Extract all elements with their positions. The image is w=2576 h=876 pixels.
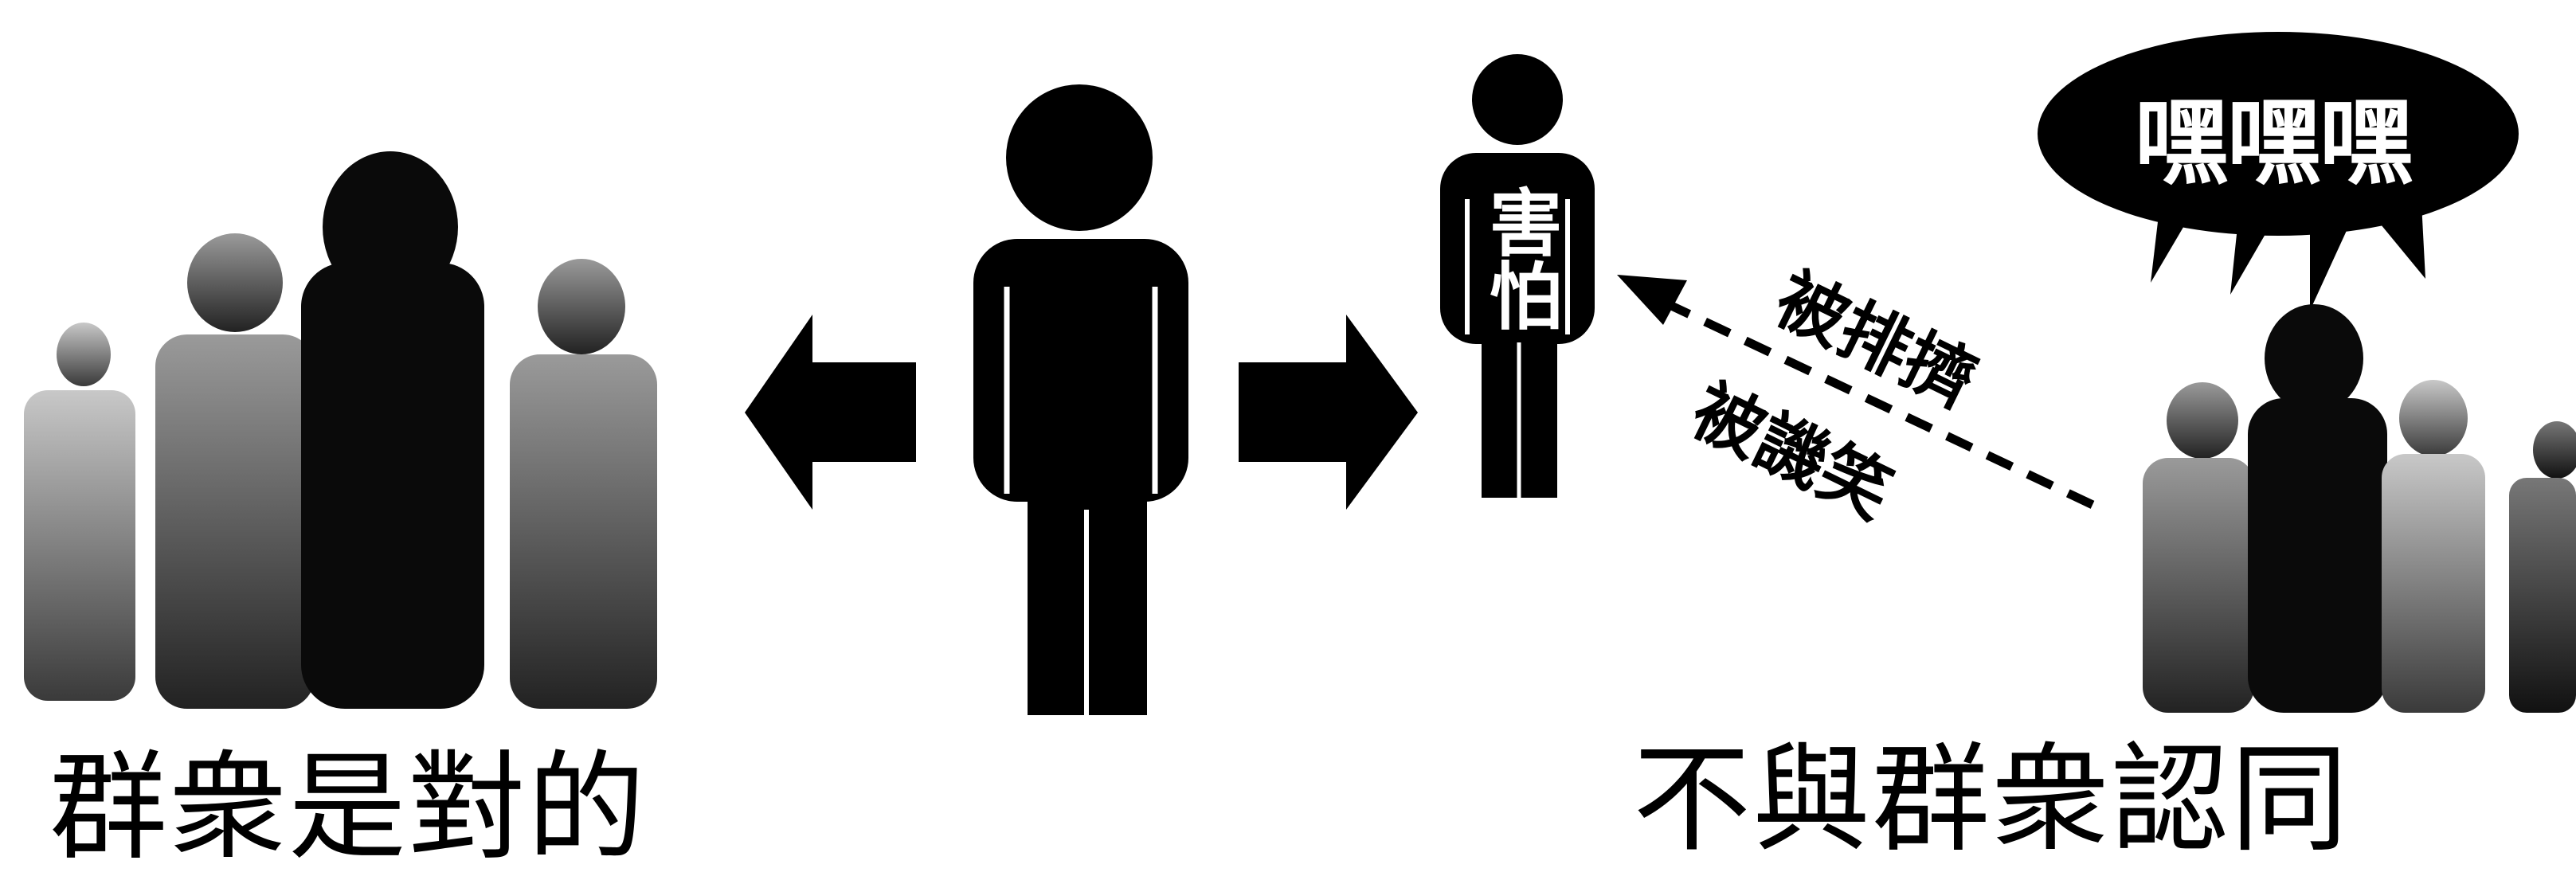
afraid-label: 害怕 xyxy=(1475,185,1563,343)
crowd-person-icon xyxy=(24,323,135,701)
crowd-person-icon xyxy=(2143,382,2254,713)
crowd-person-icon xyxy=(2248,304,2387,713)
dashed-arrow-icon xyxy=(1617,275,2105,514)
right-caption: 不與群衆認同 xyxy=(1633,731,2350,868)
speech-bubble-icon xyxy=(2038,32,2519,311)
left-caption: 群衆是對的 xyxy=(49,739,647,876)
right-crowd xyxy=(2143,304,2576,713)
crowd-person-icon xyxy=(155,233,315,709)
central-person-icon xyxy=(973,84,1188,715)
left-crowd xyxy=(24,151,657,709)
crowd-person-icon xyxy=(2509,421,2576,713)
crowd-person-icon xyxy=(301,151,484,709)
left-arrow-icon xyxy=(745,315,916,510)
crowd-person-icon xyxy=(510,259,657,709)
afraid-person-icon xyxy=(1440,54,1595,498)
crowd-person-icon xyxy=(2382,380,2485,713)
speech-bubble-label: 嘿嘿嘿 xyxy=(2135,88,2414,197)
afraid-label-text: 害怕 xyxy=(1477,185,1562,331)
right-arrow-icon xyxy=(1239,315,1418,510)
